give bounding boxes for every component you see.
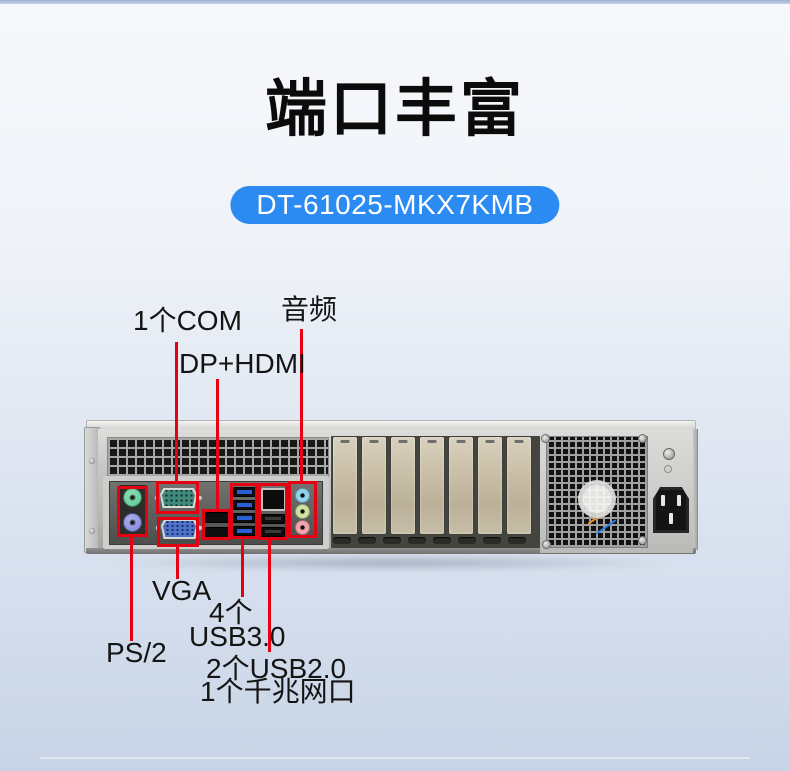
callout-box-usb3 [230, 483, 258, 539]
callout-line-usb2-lan [268, 540, 271, 652]
callout-label-usb2: 2个USB2.0 [206, 653, 347, 684]
callout-label-usb3-name: USB3.0 [189, 621, 286, 652]
callout-line-com [175, 342, 178, 481]
callout-box-dp-hdmi [202, 509, 231, 540]
vga-port [161, 519, 198, 539]
section-divider [40, 757, 750, 759]
power-inlet-prong [669, 513, 673, 524]
callout-label-vga: VGA [152, 575, 212, 606]
slot-vent [458, 537, 476, 544]
callout-label-lan: 1个千兆网口 [200, 676, 356, 707]
slot-vent [433, 537, 451, 544]
chassis-bottom-edge [86, 548, 696, 554]
psu-screw [663, 448, 675, 460]
power-inlet-prong [677, 495, 681, 506]
model-badge: DT-61025-MKX7KMB [230, 186, 560, 224]
power-inlet-prong [661, 495, 665, 506]
audio-line-out-jack [295, 504, 310, 519]
callout-label-audio: 音频 [281, 294, 338, 325]
callout-line-usb3 [241, 539, 244, 597]
expansion-slot-cover [507, 437, 531, 534]
callout-line-audio [300, 329, 303, 481]
callout-line-ps2 [130, 537, 133, 641]
callout-box-com [156, 481, 199, 514]
psu-fan-grille [546, 436, 648, 548]
ps2-keyboard-port [123, 513, 142, 532]
psu-screw [638, 536, 647, 545]
slot-vent [333, 537, 351, 544]
expansion-slot-cover [362, 437, 386, 534]
ground-symbol-icon [664, 465, 672, 473]
expansion-slot-cover [449, 437, 473, 534]
audio-line-in-jack [295, 488, 310, 503]
callout-box-audio [288, 481, 317, 538]
callout-label-ps2: PS/2 [106, 637, 167, 668]
callout-label-com: 1个COM [133, 305, 242, 336]
usb2-port [261, 527, 285, 537]
psu-screw [638, 434, 647, 443]
expansion-slot-cover [333, 437, 357, 534]
psu-fan-hub [578, 480, 616, 518]
chassis-top-lip [86, 420, 696, 430]
audio-mic-jack [295, 520, 310, 535]
page-title: 端口丰富 [264, 75, 525, 144]
callout-label-dp-hdmi: DP+HDMI [179, 348, 306, 379]
slot-vent [358, 537, 376, 544]
slot-vent [408, 537, 426, 544]
slot-vent [483, 537, 501, 544]
usb2-port [261, 514, 285, 524]
top-accent-strip [0, 0, 790, 4]
flange-rivet [89, 528, 95, 534]
psu-screw [542, 540, 551, 549]
flange-rivet [89, 458, 95, 464]
callout-line-vga [176, 547, 179, 579]
callout-box-lan-usb2 [258, 483, 288, 540]
chassis-right-edge [692, 429, 698, 550]
expansion-slot-cover [478, 437, 502, 534]
callout-label-usb3-count: 4个 [209, 597, 253, 628]
expansion-slot-cover [420, 437, 444, 534]
callout-box-vga [157, 517, 199, 547]
slot-vent [508, 537, 526, 544]
expansion-slot-cover [391, 437, 415, 534]
chassis-drop-shadow [108, 555, 672, 571]
power-inlet [653, 487, 689, 533]
psu-screw [541, 434, 550, 443]
com-port [160, 488, 197, 508]
callout-box-ps2 [117, 486, 148, 537]
slot-vent [383, 537, 401, 544]
callout-line-dp-hdmi [216, 379, 219, 509]
